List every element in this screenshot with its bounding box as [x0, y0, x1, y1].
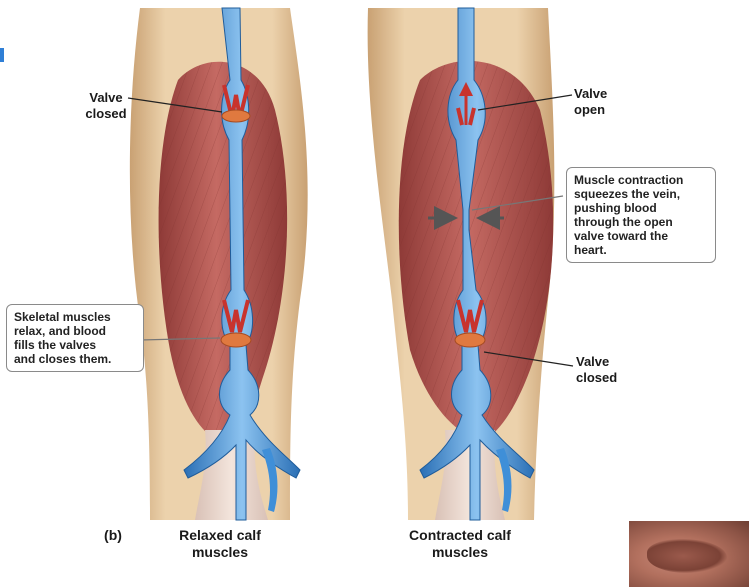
contracted-vein-branch: [496, 448, 512, 512]
contracted-bottom-valve: [454, 299, 486, 348]
contracted-valve-top-label: Valve open: [574, 86, 608, 117]
contracted-leg: [367, 7, 574, 521]
contracted-caption: Contracted calf muscles: [409, 527, 511, 560]
relaxed-leg: [127, 7, 308, 521]
relaxed-vein: [183, 7, 301, 521]
relaxed-muscle-fibers: [158, 61, 288, 445]
relaxed-callout: Skeletal muscles relax, and blood fills …: [6, 304, 144, 372]
contracted-vein: [419, 7, 535, 521]
contracted-bottom-leader: [483, 351, 574, 367]
relaxed-caption: Relaxed calf muscles: [179, 527, 261, 560]
contracted-valve-bottom-label: Valve closed: [576, 354, 618, 385]
contracted-top-valve: [456, 82, 476, 126]
relaxed-valve-label: Valve closed: [85, 90, 127, 121]
panel-letter: (b): [104, 527, 122, 543]
varicose-vein-photo: [629, 521, 749, 587]
side-marker: [0, 48, 4, 62]
contracted-callout-leader: [471, 195, 564, 211]
contracted-callout: Muscle contraction squeezes the vein, pu…: [566, 167, 716, 263]
contracted-muscle-fibers: [398, 60, 554, 441]
contracted-top-leader: [477, 94, 573, 111]
relaxed-top-valve: [221, 84, 251, 123]
relaxed-callout-leader: [139, 337, 221, 341]
relaxed-vein-branch: [262, 448, 278, 512]
relaxed-valve-leader: [127, 97, 223, 113]
relaxed-bottom-valve: [220, 299, 252, 348]
